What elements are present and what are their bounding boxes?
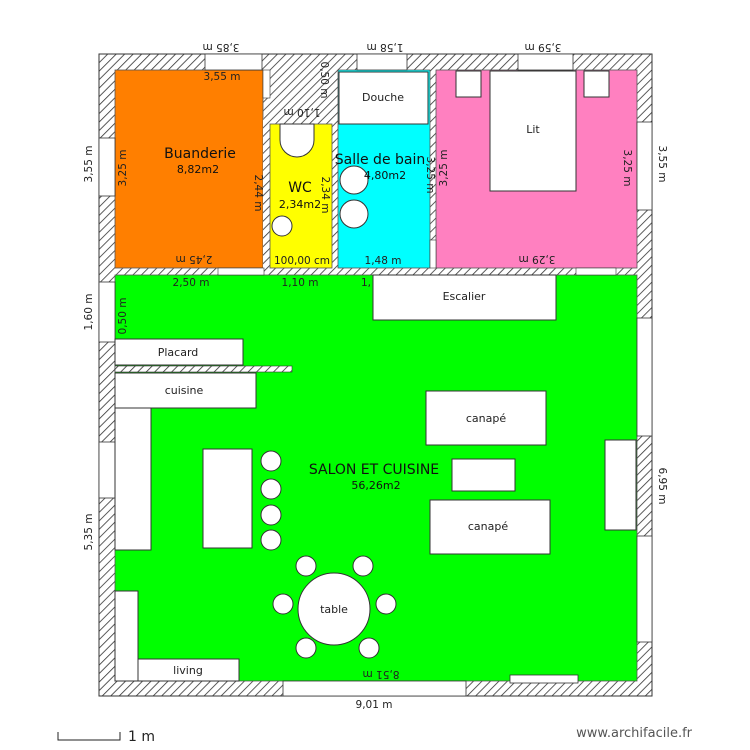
room-buanderie — [114, 69, 264, 269]
dim-left-mid: 1,60 m — [83, 294, 95, 331]
salon-area: 56,26m2 — [351, 479, 400, 492]
tv-unit — [604, 439, 637, 531]
bedside-right — [583, 70, 610, 98]
sink-2 — [339, 199, 369, 229]
opening-chambre — [575, 267, 617, 276]
canape-2 — [429, 499, 551, 555]
wc-area: 2,34m2 — [279, 198, 321, 211]
escalier-label: Escalier — [443, 290, 486, 303]
chair-5 — [295, 637, 317, 659]
chair-4 — [375, 593, 397, 615]
coffee-table — [451, 458, 516, 492]
dim-buand-bottom: 2,45 m — [176, 253, 213, 265]
stool-2 — [260, 478, 282, 500]
living-label: living — [173, 664, 203, 677]
room-salon — [114, 274, 638, 682]
chair-3 — [272, 593, 294, 615]
opening-sdb — [429, 239, 437, 269]
salon-name: SALON ET CUISINE — [309, 462, 439, 478]
chair-6 — [358, 637, 380, 659]
wc-name: WC — [288, 180, 312, 196]
buanderie-area: 8,82m2 — [177, 163, 219, 176]
dim-ch-left: 3,25 m — [438, 150, 450, 187]
douche-label: Douche — [362, 91, 404, 104]
dim-top-mid: 1,58 m — [367, 41, 404, 53]
dim-ch-bottom: 3,29 m — [519, 253, 556, 265]
lit-label: Lit — [526, 123, 540, 136]
canape-1 — [425, 390, 547, 446]
window-right-lower — [636, 535, 653, 643]
bed — [489, 70, 577, 192]
stool-1 — [260, 450, 282, 472]
dim-right-upper: 3,55 m — [656, 146, 668, 183]
kitchen-island — [202, 448, 253, 549]
sdb-area: 4,80m2 — [364, 169, 406, 182]
toilet-bowl — [279, 123, 315, 158]
dim-buand-top: 3,55 m — [204, 71, 241, 83]
cuisine-label: cuisine — [165, 384, 204, 397]
door-bottom — [282, 680, 467, 697]
chair-2 — [352, 555, 374, 577]
window-top-left — [204, 53, 263, 71]
canape-2-label: canapé — [468, 520, 508, 533]
escalier — [372, 274, 557, 321]
table-label: table — [320, 603, 348, 616]
dim-wc-top: 1,10 m — [284, 106, 321, 118]
cuisine-wall — [114, 365, 293, 373]
living-left — [114, 590, 139, 682]
dim-right-lower: 6,95 m — [656, 468, 668, 505]
placard-label: Placard — [158, 346, 199, 359]
opening-buand-top — [262, 69, 271, 99]
dim-bottom-total: 9,01 m — [356, 699, 393, 711]
dim-salon-bottom-inner: 8,51 m — [363, 668, 400, 680]
window-top-mid — [356, 53, 408, 71]
bedside-left — [455, 70, 482, 98]
window-left-mid — [98, 281, 116, 343]
opening-buand — [217, 267, 265, 276]
window-left-lower — [98, 441, 116, 499]
dim-salon-top1: 2,50 m — [173, 277, 210, 289]
toilet-sink — [271, 215, 293, 237]
door-bottom-right — [509, 674, 579, 684]
douche — [338, 71, 429, 125]
dim-salon-top3: 1, — [361, 277, 371, 289]
dim-salon-top2: 1,10 m — [282, 277, 319, 289]
window-right-upper — [636, 121, 653, 211]
window-right-mid — [636, 317, 653, 437]
window-left-upper — [98, 137, 116, 197]
living — [137, 658, 240, 682]
dim-sdb-bottom: 1,48 m — [365, 255, 402, 267]
dim-wc-top2: 0,50 m — [318, 62, 330, 99]
sink-1 — [339, 165, 369, 195]
canape-1-label: canapé — [466, 412, 506, 425]
dim-wc-bottom: 100,00 cm — [274, 255, 330, 267]
cuisine-counter — [114, 407, 152, 551]
cuisine — [114, 372, 257, 409]
dim-top-left: 3,85 m — [203, 41, 240, 53]
window-top-right — [517, 53, 574, 71]
watermark: www.archifacile.fr — [576, 726, 692, 741]
placard — [114, 338, 244, 366]
stool-4 — [260, 529, 282, 551]
scale-label: 1 m — [128, 729, 155, 745]
dim-wc-right: 2,34 m — [319, 177, 331, 214]
dim-ch-right: 3,25 m — [621, 150, 633, 187]
dim-buand-left: 3,25 m — [117, 150, 129, 187]
stool-3 — [260, 504, 282, 526]
scale-bar — [57, 732, 121, 741]
buanderie-name: Buanderie — [164, 146, 236, 162]
sdb-name: Salle de bain — [335, 152, 426, 168]
chair-1 — [295, 555, 317, 577]
dim-salon-left-small: 0,50 m — [117, 298, 129, 335]
dim-left-lower: 5,35 m — [83, 514, 95, 551]
dim-buand-right: 2,44 m — [252, 175, 264, 212]
dim-left-upper: 3,55 m — [83, 146, 95, 183]
dim-sdb-right: 3,25 m — [424, 157, 436, 194]
table — [297, 572, 371, 646]
dim-top-right: 3,59 m — [525, 41, 562, 53]
